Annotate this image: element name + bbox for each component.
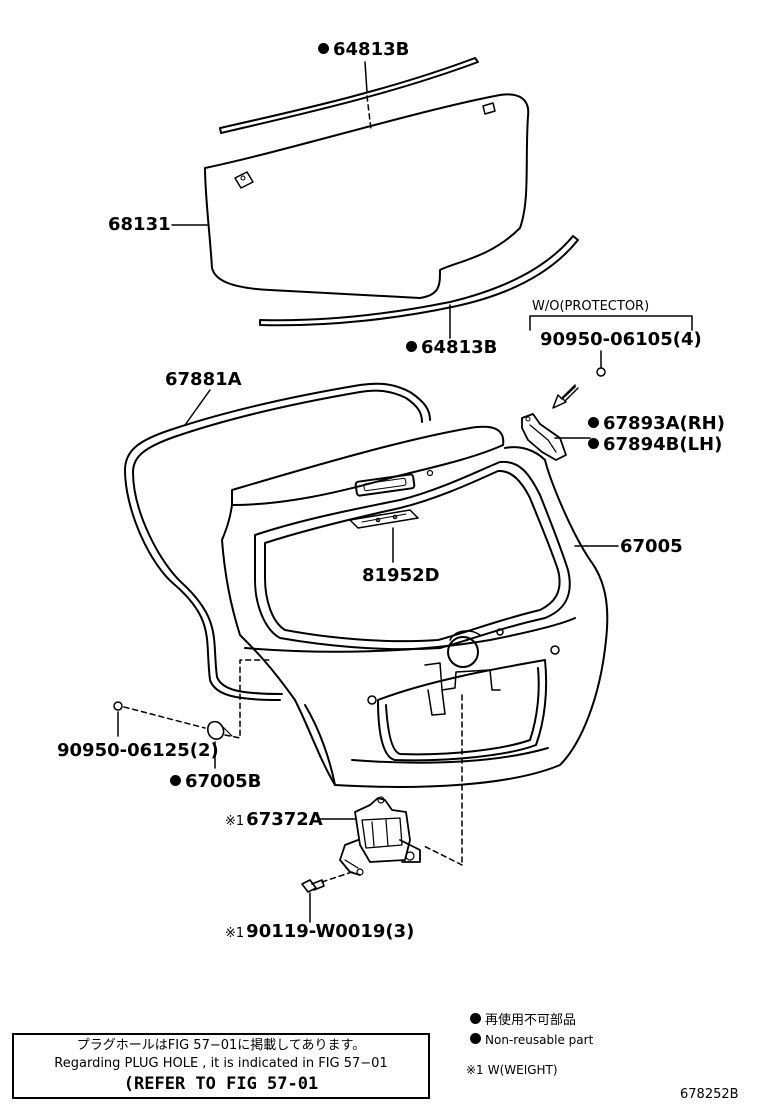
label-64813b-bottom: 64813B (406, 338, 497, 358)
molding-top-shape (219, 57, 479, 134)
nonreusable-dot-icon (470, 1013, 481, 1024)
label-64813b-top: 64813B (318, 40, 409, 60)
protector-bracket (529, 315, 693, 331)
nonreusable-dot-icon (406, 340, 417, 352)
legend-nonreusable-jp: 再使用不可部品 (470, 1013, 576, 1028)
weight-assembly-shape (339, 796, 421, 876)
label-81952d: 81952D (362, 565, 440, 586)
note-line-en: Regarding PLUG HOLE , it is indicated in… (54, 1056, 388, 1071)
nonreusable-dot-icon (170, 774, 181, 786)
label-wo-protector: W/O(PROTECTOR) (532, 299, 650, 314)
leader-67881a (184, 389, 211, 426)
back-door-shape (221, 425, 609, 788)
legend-nonreusable-en: Non-reusable part (470, 1033, 593, 1048)
leader-64813b-top (364, 61, 368, 93)
figure-id: 678252B (680, 1087, 739, 1102)
label-90950-06125: 90950-06125(2) (57, 740, 219, 761)
nonreusable-dot-icon (588, 416, 599, 428)
clip-90950-06125 (113, 701, 123, 711)
note-line-jp: プラグホールはFIG 57−01に掲載してあります。 (76, 1038, 366, 1053)
label-67881a: 67881A (165, 369, 242, 390)
label-67005: 67005 (620, 536, 683, 557)
label-67893a: 67893A(RH) (588, 414, 725, 434)
hinge-shape (521, 413, 567, 461)
label-67005b: 67005B (170, 772, 261, 792)
view-arrow (552, 384, 579, 409)
molding-bottom-shape (259, 235, 579, 327)
nonreusable-dot-icon (588, 437, 599, 449)
nonreusable-dot-icon (470, 1033, 481, 1044)
cushion-shape (207, 720, 233, 740)
back-glass-shape (204, 93, 530, 299)
note-line-refer: (REFER TO FIG 57-01 (123, 1074, 319, 1094)
reference-note-box: プラグホールはFIG 57−01に掲載してあります。 Regarding PLU… (12, 1033, 430, 1099)
label-67894b: 67894B(LH) (588, 435, 722, 455)
label-68131: 68131 (108, 214, 171, 235)
label-90950-06105: 90950-06105(4) (540, 329, 702, 350)
bolt-shape (301, 879, 325, 893)
license-lamp-shape (349, 509, 419, 529)
weatherstrip-shape (124, 382, 431, 701)
nonreusable-dot-icon (318, 42, 329, 54)
